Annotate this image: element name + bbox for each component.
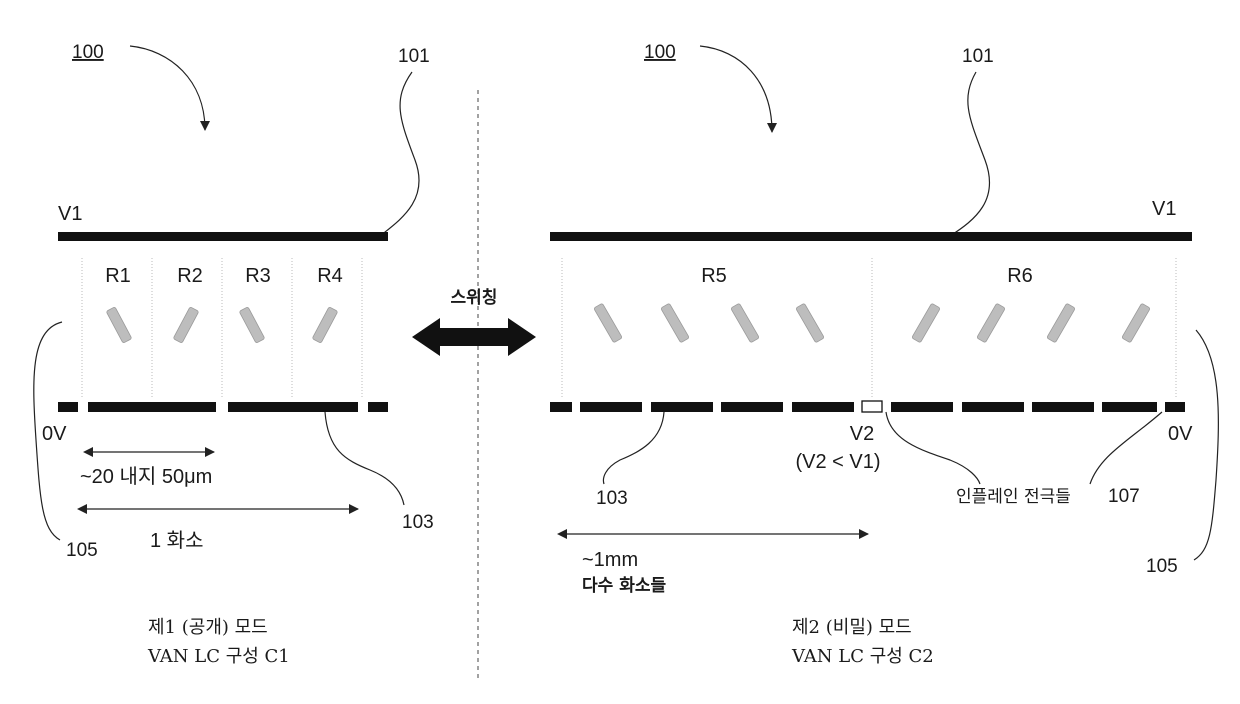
region-r3: R3 [245, 265, 271, 287]
lc-molecule [312, 307, 338, 343]
right-electrode [580, 402, 642, 412]
right-electrode-ref: 103 [596, 488, 628, 509]
left-electrode [88, 402, 216, 412]
right-pixels-label: 다수 화소들 [582, 576, 666, 596]
lc-molecule [661, 303, 690, 343]
right-electrode [550, 402, 572, 412]
inplane-leader-right [1090, 412, 1162, 484]
inplane-electrodes-ref: 107 [1108, 486, 1140, 507]
right-substrate-ref: 101 [962, 46, 994, 67]
right-inplane-electrode-v2 [862, 401, 882, 412]
inplane-electrodes-label: 인플레인 전극들 [956, 487, 1071, 507]
right-v2-condition: (V2 < V1) [795, 451, 880, 473]
lc-molecule [239, 307, 265, 343]
left-layer-ref: 105 [66, 540, 98, 561]
switching-arrow [412, 318, 536, 356]
right-electrode [792, 402, 854, 412]
left-electrode [58, 402, 78, 412]
right-substrate-leader [950, 72, 990, 236]
right-mode-line2: VAN LC 구성 C2 [791, 646, 934, 667]
right-distance-label: ~1mm [582, 549, 638, 571]
left-mode-line2: VAN LC 구성 C1 [147, 646, 290, 667]
left-voltage-top: V1 [58, 203, 82, 225]
right-mode-line1: 제2 (비밀) 모드 [792, 617, 912, 638]
right-layer-bracket [1194, 330, 1218, 560]
lc-molecule [731, 303, 760, 343]
switching-label: 스위칭 [451, 288, 498, 308]
region-r6: R6 [1007, 265, 1033, 287]
left-device-leader [130, 46, 205, 130]
right-voltage-bottom: 0V [1168, 423, 1193, 445]
left-top-substrate [58, 232, 388, 241]
lc-molecule [1047, 303, 1076, 343]
left-mode-line1: 제1 (공개) 모드 [148, 617, 268, 638]
left-electrode [368, 402, 388, 412]
right-electrode [1102, 402, 1157, 412]
region-r4: R4 [317, 265, 343, 287]
lc-molecule [173, 307, 199, 343]
left-voltage-bottom: 0V [42, 423, 67, 445]
lc-molecule [594, 303, 623, 343]
left-pixel-label: 1 화소 [150, 529, 203, 552]
lc-molecule [912, 303, 941, 343]
right-top-substrate [550, 232, 1192, 241]
region-r5: R5 [701, 265, 727, 287]
region-r2: R2 [177, 265, 203, 287]
lc-molecule [1122, 303, 1151, 343]
region-r1: R1 [105, 265, 131, 287]
left-electrode-ref: 103 [402, 512, 434, 533]
right-layer-ref: 105 [1146, 556, 1178, 577]
lc-molecule [796, 303, 825, 343]
right-electrode [1165, 402, 1185, 412]
left-device-ref: 100 [72, 42, 104, 63]
left-substrate-ref: 101 [398, 46, 430, 67]
left-electrode [228, 402, 358, 412]
right-electrode [651, 402, 713, 412]
left-panel: 100 101 V1 R1 R2 R3 R4 0V ~20 내지 50μm 1 … [34, 42, 434, 667]
right-electrode [1032, 402, 1094, 412]
right-v2-label: V2 [850, 423, 874, 445]
inplane-leader-left [886, 412, 980, 484]
right-electrode [962, 402, 1024, 412]
right-electrode [721, 402, 783, 412]
right-device-ref: 100 [644, 42, 676, 63]
right-electrode-leader [603, 412, 664, 484]
right-panel: 100 101 V1 R5 R6 V2 (V2 < V1) 0V [550, 42, 1218, 667]
lc-molecule [977, 303, 1006, 343]
left-width-label: ~20 내지 50μm [80, 465, 212, 488]
right-electrode [891, 402, 953, 412]
lc-molecule [106, 307, 132, 343]
right-device-leader [700, 46, 772, 132]
left-substrate-leader [380, 72, 419, 236]
left-electrode-leader [325, 412, 404, 505]
right-voltage-top: V1 [1152, 198, 1176, 220]
